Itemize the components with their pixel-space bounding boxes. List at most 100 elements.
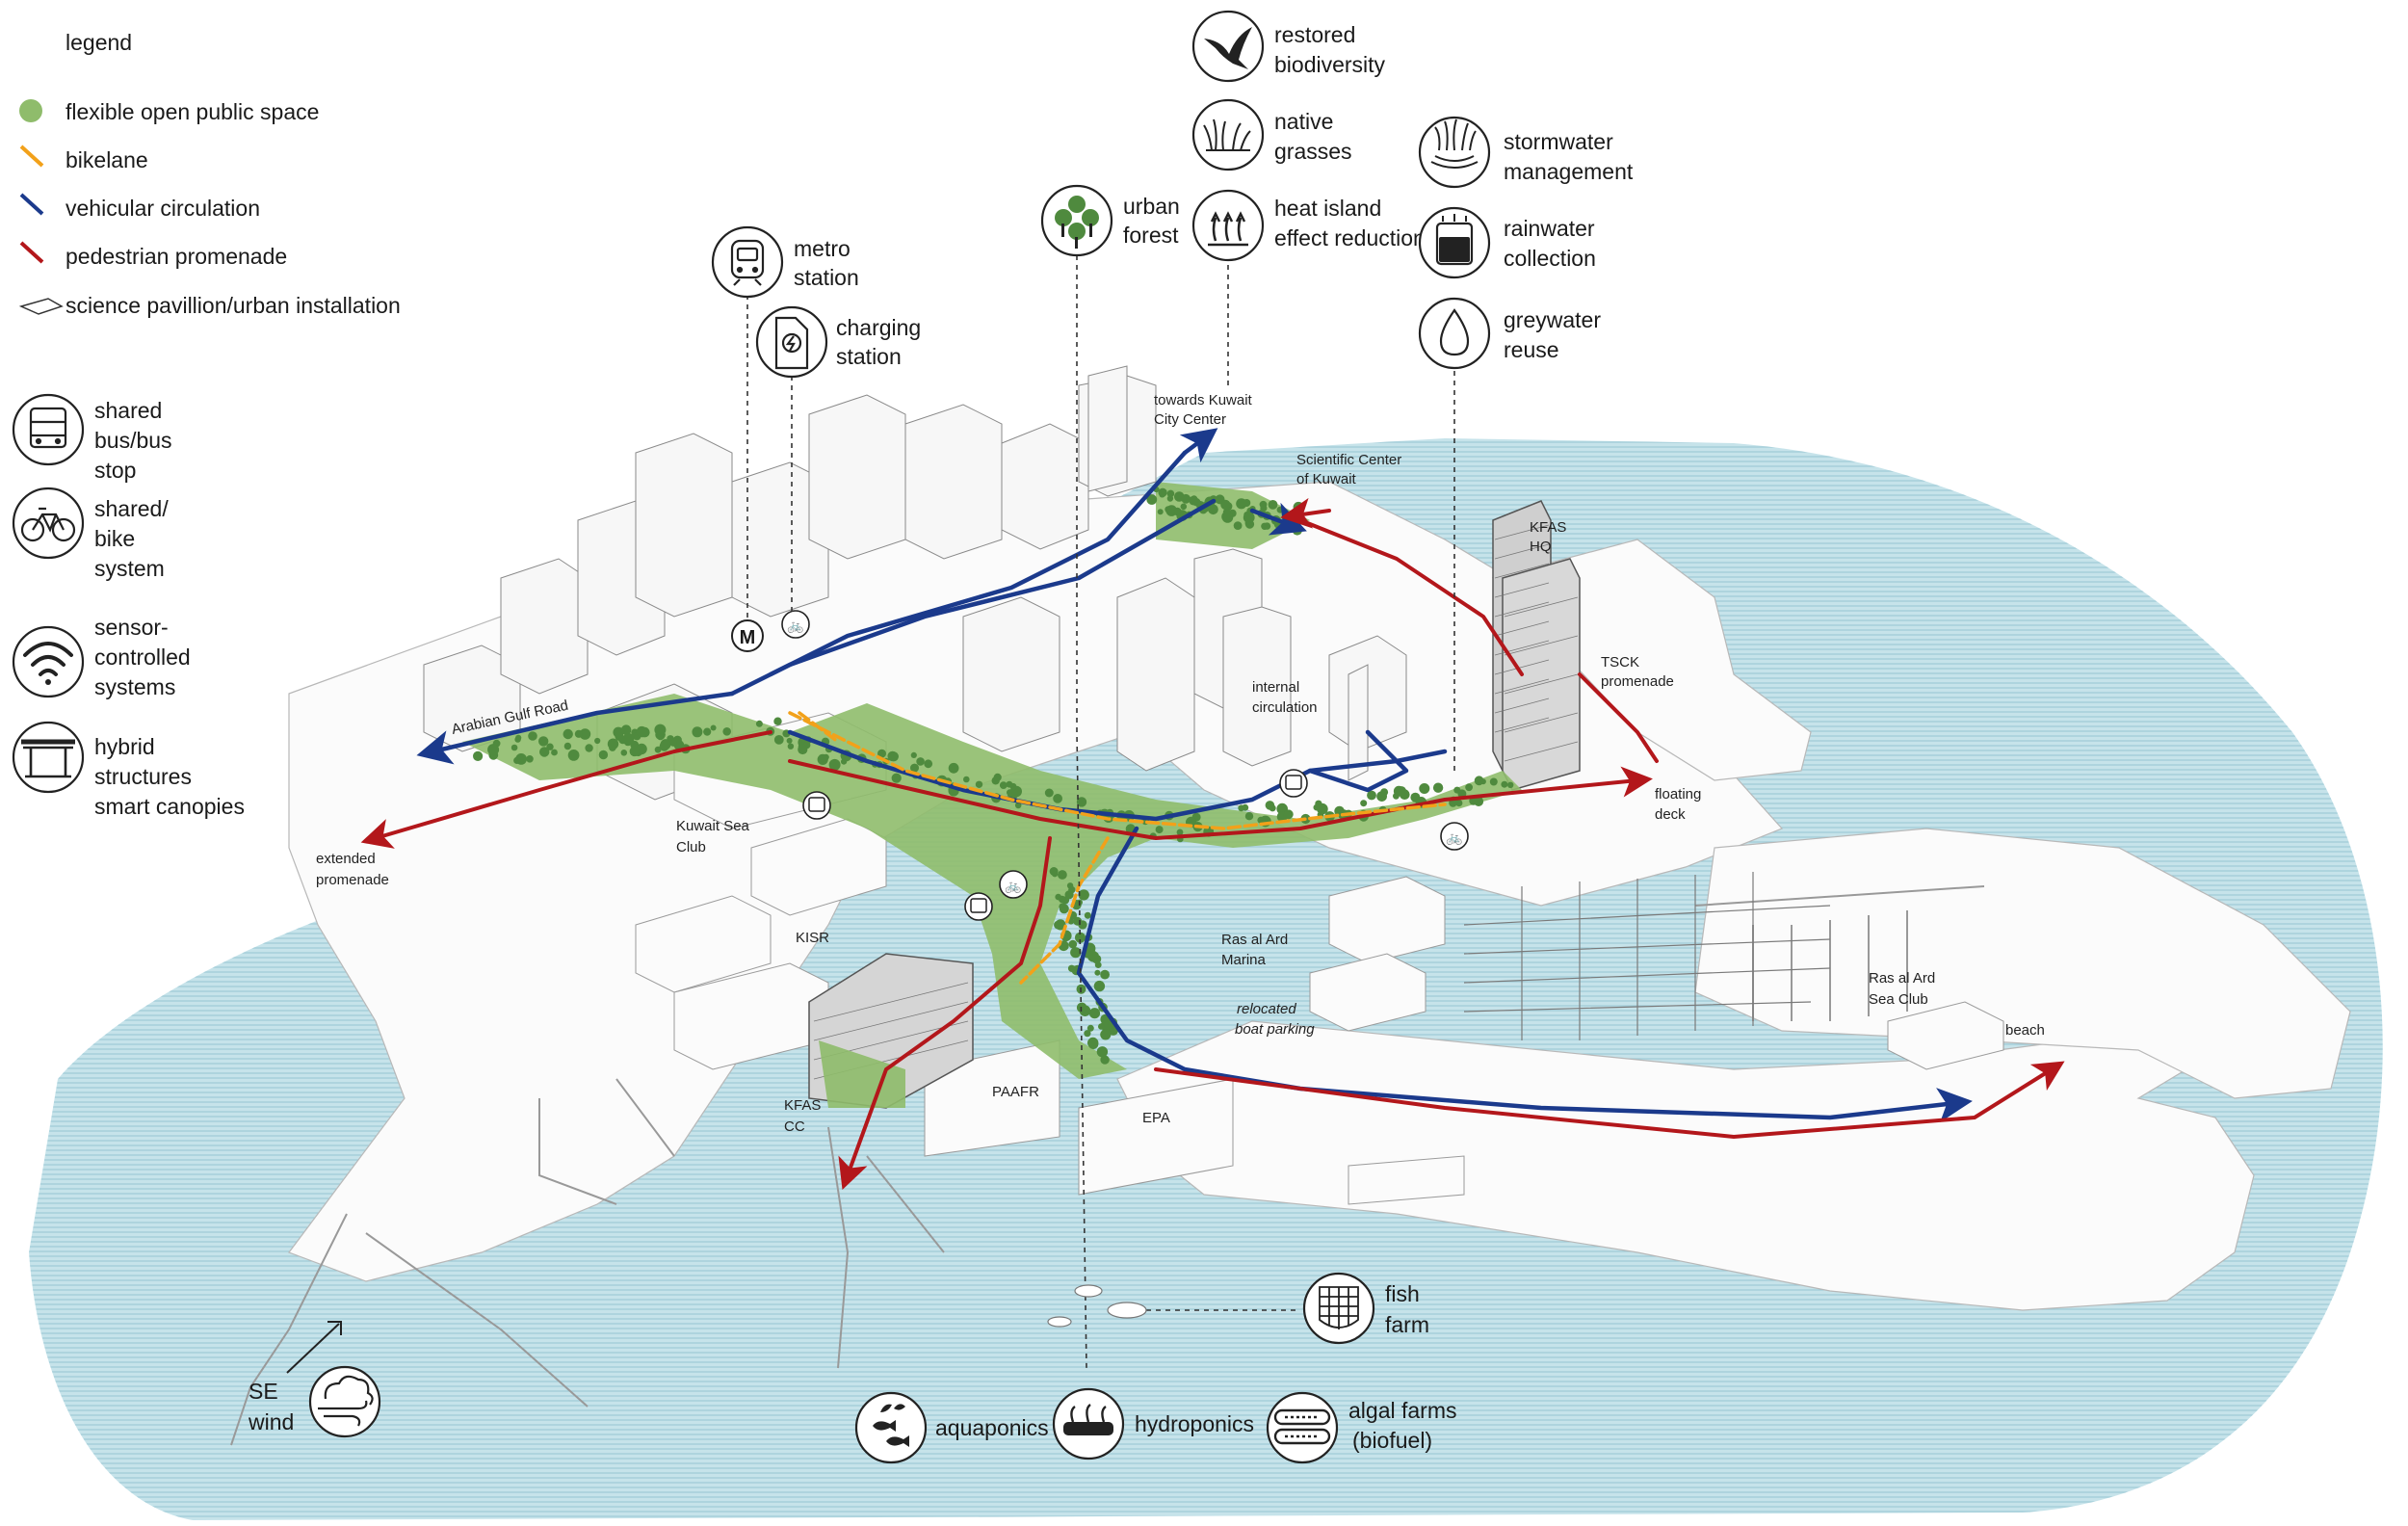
tree-dot	[1220, 499, 1231, 511]
tree-dot	[703, 727, 712, 736]
label-epa: EPA	[1142, 1110, 1170, 1126]
tree-dot	[574, 729, 584, 738]
label-scientific-center-2: of Kuwait	[1296, 471, 1357, 487]
tree-dot	[1093, 980, 1106, 992]
kfas-hq-tower	[1492, 500, 1581, 791]
tree-dot	[538, 736, 549, 747]
tree-dot	[487, 744, 500, 756]
tree-dot	[1091, 954, 1102, 964]
tree-dot	[975, 780, 983, 788]
tree-dot	[1058, 870, 1067, 880]
label-kfas-hq-1: KFAS	[1530, 519, 1566, 536]
callout-biodiversity-line-1: restored	[1274, 22, 1355, 47]
tree-dot	[1360, 800, 1368, 807]
tree-dot	[1076, 1002, 1087, 1013]
legend-green-dot	[19, 99, 42, 122]
callout-wind-line-2: wind	[248, 1409, 294, 1434]
system-bus-line-3: stop	[94, 458, 136, 483]
tree-dot	[1044, 788, 1054, 798]
tree-dot	[1242, 803, 1249, 811]
tree-dot	[1176, 829, 1184, 836]
tree-dot	[798, 744, 808, 755]
tree-dot	[786, 737, 793, 744]
tree-dot	[1259, 500, 1268, 509]
tree-dot	[1009, 782, 1017, 790]
tree-dot	[1086, 1024, 1094, 1032]
label-kfas-cc-2: CC	[784, 1118, 805, 1135]
tree-dot	[1396, 786, 1407, 797]
tree-dot	[755, 720, 763, 727]
metro-train-icon	[730, 239, 765, 286]
tree-dot	[1159, 489, 1166, 497]
heat-arrows-icon	[1208, 211, 1248, 247]
callout-algal: algal farms (biofuel)	[1266, 1391, 1456, 1464]
legend-item-vehicular: vehicular circulation	[65, 196, 260, 221]
marina-docks	[1463, 872, 1831, 1040]
tree-dot	[1078, 889, 1089, 901]
wifi-icon	[23, 642, 73, 685]
tree-dot	[1076, 797, 1087, 807]
system-bike-line-1: shared/	[94, 496, 169, 521]
tree-dot	[654, 746, 662, 753]
callout-metro: metro station	[711, 225, 859, 299]
tree-dot	[1100, 1055, 1110, 1065]
tree-dot	[1087, 1039, 1099, 1050]
callout-fish-line-2: farm	[1385, 1312, 1429, 1337]
legend-item-pedestrian: pedestrian promenade	[65, 244, 287, 269]
tree-dot	[710, 724, 717, 731]
pedestrian-routes	[360, 497, 2065, 1191]
callout-biodiversity: restored biodiversity	[1191, 10, 1386, 83]
tree-dot	[1174, 491, 1185, 502]
tree-dot	[1293, 501, 1304, 513]
system-canopy-line-3: smart canopies	[94, 794, 245, 819]
tree-dot	[1263, 522, 1271, 530]
callout-hydroponics-label: hydroponics	[1135, 1411, 1254, 1436]
tree-dot	[1501, 780, 1508, 788]
tree-dot	[1084, 1030, 1091, 1038]
label-tsck-2: promenade	[1601, 673, 1674, 690]
tree-dot	[828, 758, 841, 771]
callout-grasses-line-1: native	[1274, 109, 1333, 134]
tree-icon	[1055, 196, 1099, 249]
bird-icon	[1204, 27, 1252, 69]
charging-plug-icon	[774, 316, 809, 370]
tree-dot	[528, 731, 537, 741]
fish-net-icon	[1319, 1286, 1359, 1329]
callout-charging: charging station	[755, 305, 921, 379]
label-ras-marina-1: Ras al Ard	[1221, 932, 1288, 948]
tree-dot	[916, 757, 925, 766]
label-towards-kuwait-2: City Center	[1154, 411, 1226, 428]
system-bus-line-1: shared	[94, 398, 162, 423]
callout-metro-line-1: metro	[794, 236, 851, 261]
tree-dot	[514, 736, 521, 743]
label-relocated-boat-2: boat parking	[1235, 1021, 1315, 1038]
tree-dot	[924, 759, 933, 769]
legend-pavilion-shape	[18, 298, 64, 315]
tree-dot	[817, 753, 828, 766]
svg-text:🚲: 🚲	[1446, 830, 1462, 846]
bike-icon	[20, 507, 76, 542]
tree-dot	[620, 724, 632, 735]
tree-dot	[1067, 964, 1076, 972]
legend-system-bus: shared bus/bus stop	[12, 393, 172, 483]
callout-rainwater-line-1: rainwater	[1504, 216, 1595, 241]
tree-dot	[1367, 790, 1376, 801]
callout-greywater: greywater reuse	[1418, 297, 1601, 370]
tree-dot	[1465, 783, 1473, 792]
tree-dot	[563, 742, 572, 750]
tree-dot	[1155, 826, 1164, 834]
callout-fish-line-1: fish	[1385, 1281, 1420, 1306]
svg-text:🚲: 🚲	[787, 618, 803, 634]
label-extended-promenade-1: extended	[316, 851, 376, 867]
tree-dot	[513, 756, 521, 765]
callout-algal-line-1: algal farms	[1348, 1398, 1456, 1423]
callout-wind-line-1: SE	[249, 1379, 278, 1404]
system-canopy-line-1: hybrid	[94, 734, 155, 759]
tree-dot	[1014, 802, 1022, 809]
tree-dot	[1007, 788, 1019, 800]
label-tsck-1: TSCK	[1601, 654, 1639, 671]
wind-direction-arrow	[286, 1323, 340, 1374]
callout-rainwater: rainwater collection	[1418, 206, 1596, 279]
system-bus-line-2: bus/bus	[94, 428, 172, 453]
tree-dot	[1070, 947, 1082, 959]
